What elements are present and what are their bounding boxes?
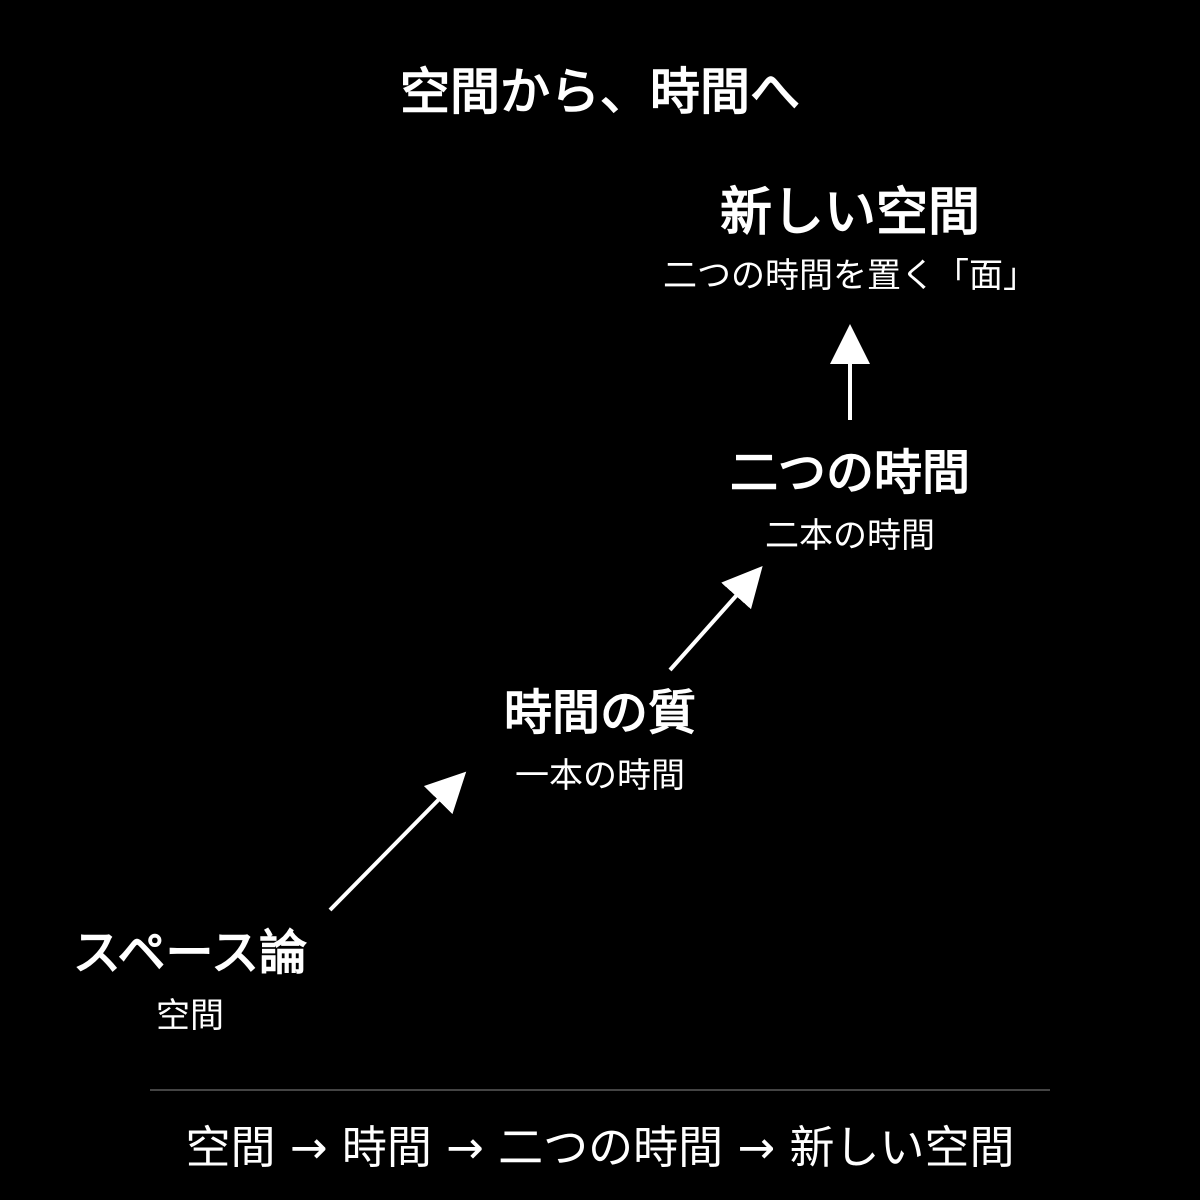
footer-divider — [150, 1089, 1050, 1091]
node-space: スペース論 空間 — [40, 924, 340, 1038]
node-new-space: 新しい空間 二つの時間を置く「面」 — [640, 184, 1060, 298]
arrow-space-to-quality — [328, 771, 467, 912]
node-space-label: スペース論 — [72, 925, 308, 981]
page-title: 空間から、時間へ — [400, 63, 800, 121]
node-two-times: 二つの時間 二本の時間 — [700, 444, 1000, 558]
footer-summary: 空間 → 時間 → 二つの時間 → 新しい空間 — [185, 1121, 1015, 1174]
arrow-quality-to-two — [668, 566, 763, 672]
node-two-times-sub: 二本の時間 — [765, 516, 935, 556]
node-quality-sub: 一本の時間 — [515, 756, 685, 796]
node-space-sub: 空間 — [156, 996, 224, 1036]
node-new-space-label: 新しい空間 — [719, 183, 980, 243]
node-quality: 時間の質 一本の時間 — [450, 684, 750, 798]
node-two-times-label: 二つの時間 — [729, 445, 970, 501]
node-quality-label: 時間の質 — [503, 685, 696, 741]
node-new-space-sub: 二つの時間を置く「面」 — [663, 256, 1037, 296]
